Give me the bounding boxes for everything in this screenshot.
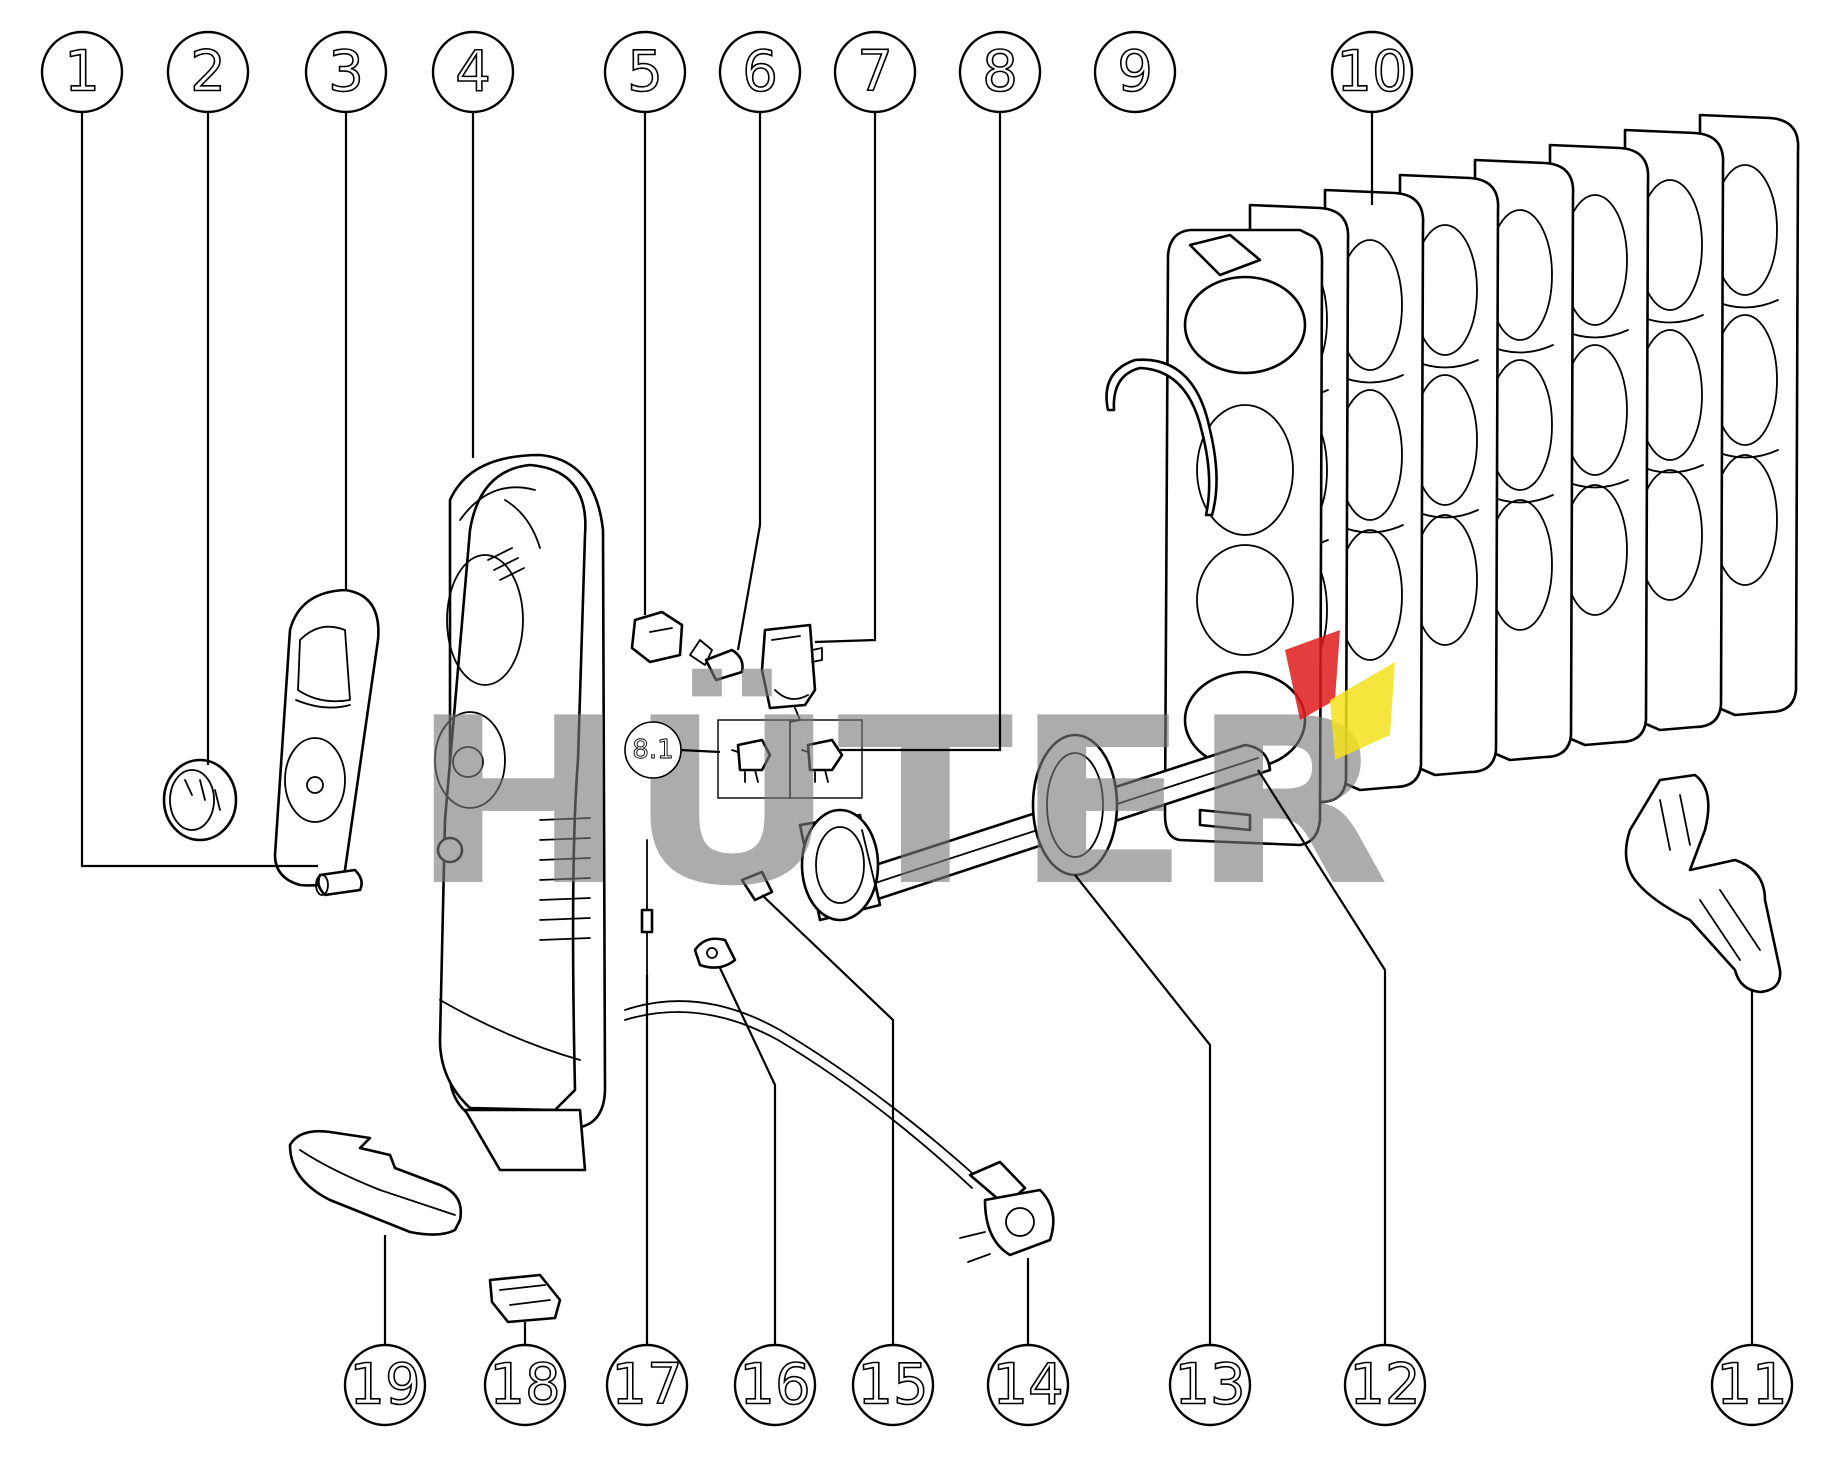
watermark-red-accent (1285, 630, 1340, 720)
cable-clamp (740, 870, 774, 902)
callout-label: 11 (1716, 1353, 1787, 1418)
callout-label: 15 (857, 1353, 928, 1418)
callout-label: 6 (742, 40, 778, 105)
callout-10: 10 (1330, 30, 1414, 114)
radiator-fin (1698, 113, 1800, 717)
leader-81 (679, 748, 721, 754)
callout-label: 14 (992, 1353, 1063, 1418)
callout-label: 19 (349, 1353, 420, 1418)
callout-label: 18 (489, 1353, 560, 1418)
cable-clip (693, 937, 737, 969)
callout-label: 2 (190, 40, 226, 105)
callout-label: 8 (982, 40, 1018, 105)
callout-17: 17 (605, 1343, 689, 1427)
power-plug (959, 1160, 1055, 1263)
callout-1: 1 (40, 30, 124, 114)
callout-label: 16 (739, 1353, 810, 1418)
callout-13: 13 (1168, 1343, 1252, 1427)
callout-label: 5 (627, 40, 663, 105)
foot-stand (1624, 773, 1782, 994)
control-knob (162, 758, 238, 842)
hanger-hook (1105, 358, 1218, 517)
callout-7: 7 (833, 30, 917, 114)
callout-label: 1 (64, 40, 100, 105)
callout-9: 9 (1093, 30, 1177, 114)
power-cord (624, 1000, 981, 1189)
leader-13 (1074, 874, 1212, 1345)
callout-label: 8.1 (632, 735, 673, 765)
callout-12: 12 (1343, 1343, 1427, 1427)
callout-8-1: 8.1 (624, 721, 682, 779)
small-bracket (488, 1273, 562, 1324)
leader-6 (736, 112, 762, 651)
indicator-lamp (704, 648, 744, 682)
callout-6: 6 (718, 30, 802, 114)
callout-19: 19 (343, 1343, 427, 1427)
small-bushing (315, 868, 363, 897)
callout-label: 17 (611, 1353, 682, 1418)
callout-8: 8 (958, 30, 1042, 114)
callout-label: 10 (1336, 40, 1407, 105)
watermark-text: HÜTER (410, 668, 1390, 937)
callout-15: 15 (851, 1343, 935, 1427)
callout-label: 13 (1174, 1353, 1245, 1418)
callout-11: 11 (1710, 1343, 1794, 1427)
callout-label: 9 (1117, 40, 1153, 105)
thermal-fuse-8 (789, 719, 863, 799)
callout-5: 5 (603, 30, 687, 114)
fuse-link (640, 839, 654, 976)
callout-label: 7 (857, 40, 893, 105)
control-panel-housing (434, 453, 607, 1172)
leader-16 (719, 967, 777, 1345)
callout-4: 4 (431, 30, 515, 114)
leader-7 (814, 112, 877, 644)
callout-label: 3 (328, 40, 364, 105)
radiator-body (1163, 113, 1800, 847)
radiator-fin (1623, 128, 1725, 732)
callout-3: 3 (304, 30, 388, 114)
leader-1 (80, 112, 318, 868)
gasket (1031, 733, 1119, 877)
watermark-yellow-accent (1330, 662, 1395, 760)
callout-label: 12 (1349, 1353, 1420, 1418)
callout-18: 18 (483, 1343, 567, 1427)
thermostat (760, 623, 823, 723)
leader-lines (80, 112, 1754, 1345)
leader-12 (1257, 769, 1387, 1345)
callout-2: 2 (166, 30, 250, 114)
leader-8 (840, 112, 1002, 752)
carry-handle (288, 1130, 463, 1236)
callout-14: 14 (986, 1343, 1070, 1427)
leader-15 (761, 894, 895, 1345)
indicator-switch (630, 610, 713, 666)
callout-16: 16 (733, 1343, 817, 1427)
callout-label: 4 (455, 40, 491, 105)
brand-watermark: HÜTER (410, 630, 1395, 937)
radiator-end-fin (1163, 228, 1324, 847)
radiator-fin (1323, 188, 1425, 792)
front-cover (273, 588, 380, 887)
